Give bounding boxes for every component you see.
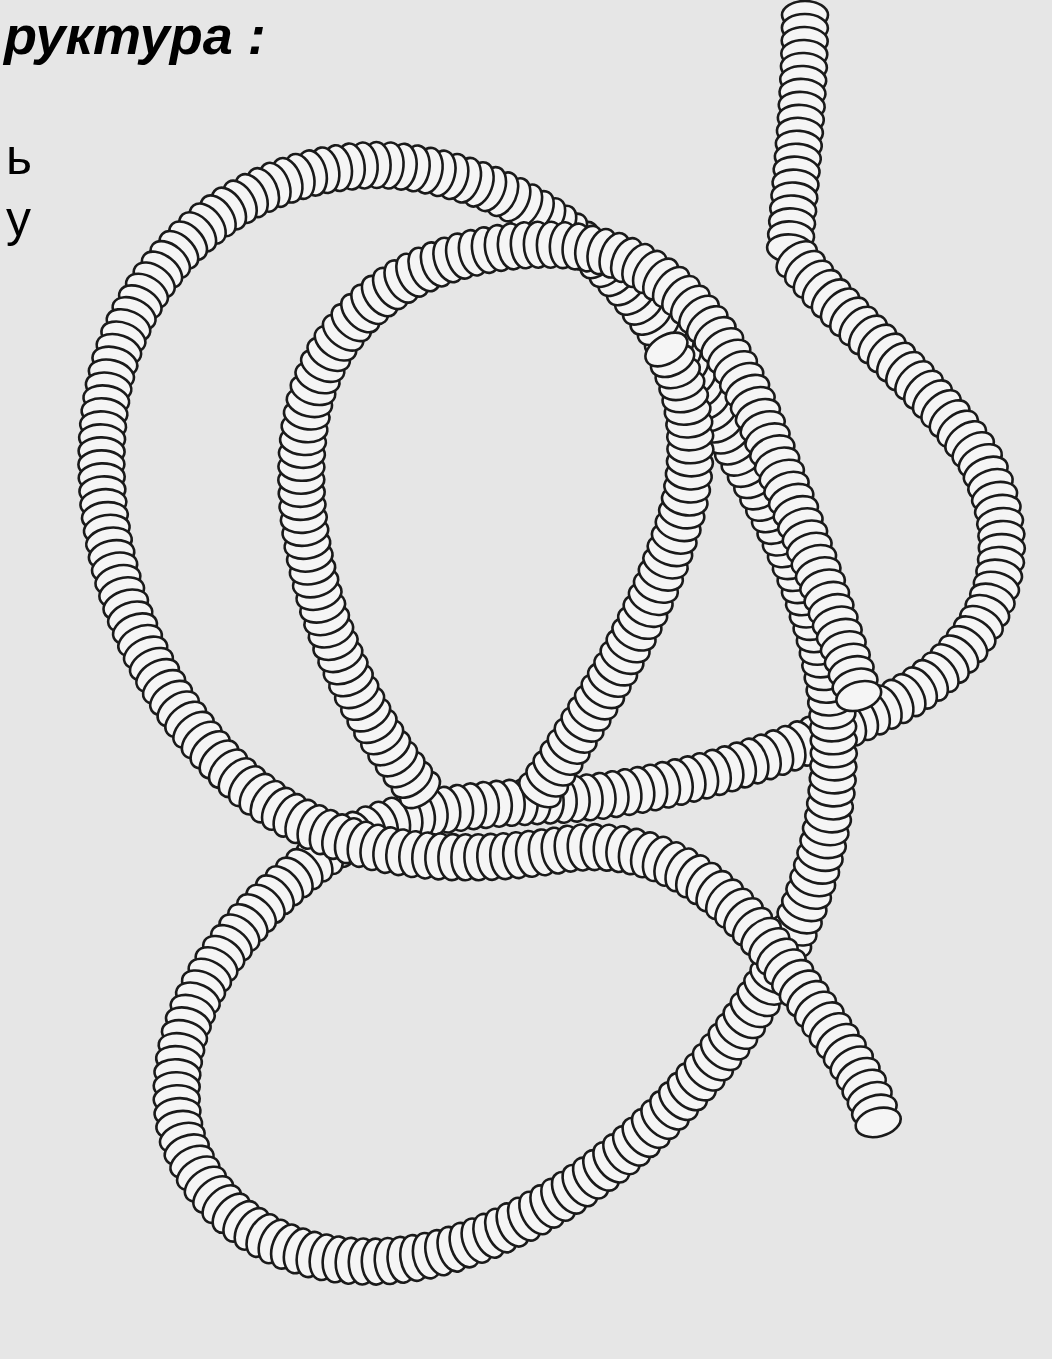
residue-disc [852,1103,904,1142]
text-fragment: у [6,190,31,248]
residue-disc [639,326,693,374]
slide-title: руктура : [4,4,266,66]
text-fragment: ь [6,128,32,186]
residue-disc [833,676,885,716]
